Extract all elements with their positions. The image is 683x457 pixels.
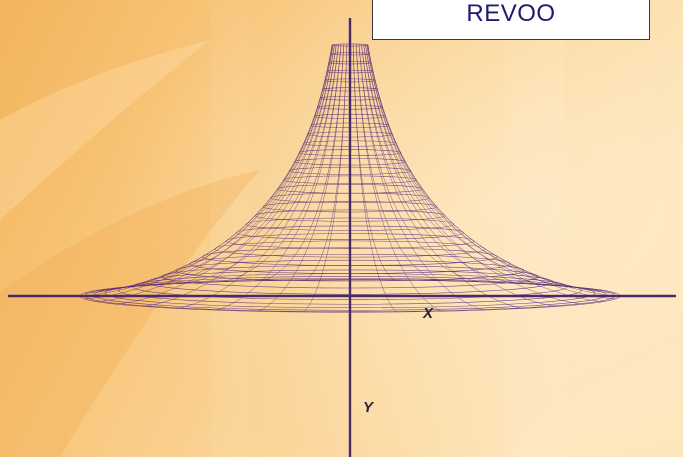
wireframe-meridian <box>367 44 620 297</box>
wireframe-meridian <box>257 43 345 282</box>
x-axis-label: X <box>423 305 434 322</box>
wireframe-meridian <box>363 44 557 286</box>
background-band <box>210 0 250 457</box>
wireframe-meridian <box>365 44 584 289</box>
wireframe-meridian <box>361 44 524 284</box>
wireframe-meridian <box>355 45 443 312</box>
wireframe-meridian <box>355 43 443 282</box>
wireframe-meridian <box>358 45 486 311</box>
wireframe-meridian <box>358 44 485 283</box>
wireframe-meridian <box>352 43 397 281</box>
wireframe-meridian <box>366 45 604 302</box>
background-swoosh <box>500 340 683 457</box>
title-box: REVOO <box>372 0 650 40</box>
wireframe-meridian <box>116 44 335 289</box>
wireframe-meridian <box>96 45 334 302</box>
wireframe-meridian <box>176 44 339 284</box>
wireframe-meridian <box>215 44 342 283</box>
wireframe-meridian <box>361 45 524 309</box>
axes <box>8 18 676 457</box>
background-swoosh <box>0 170 260 457</box>
wireframe-meridian <box>96 44 334 291</box>
wireframe-meridian <box>367 44 616 294</box>
wireframe-meridian <box>363 45 557 307</box>
title-box-text: REVOO <box>466 0 556 27</box>
background-swoosh <box>0 40 210 220</box>
wireframe-meridian <box>143 44 337 286</box>
wireframe-meridian <box>257 45 345 312</box>
background-band <box>505 0 565 457</box>
wireframe-meridian <box>366 44 604 291</box>
y-axis-label: Y <box>363 399 374 416</box>
wireframe-meridian <box>176 45 339 309</box>
wireframe-meridian <box>143 45 337 307</box>
wireframe-meridian <box>80 44 333 297</box>
wireframe-meridian <box>303 43 348 281</box>
wireframe-meridian <box>214 45 342 311</box>
